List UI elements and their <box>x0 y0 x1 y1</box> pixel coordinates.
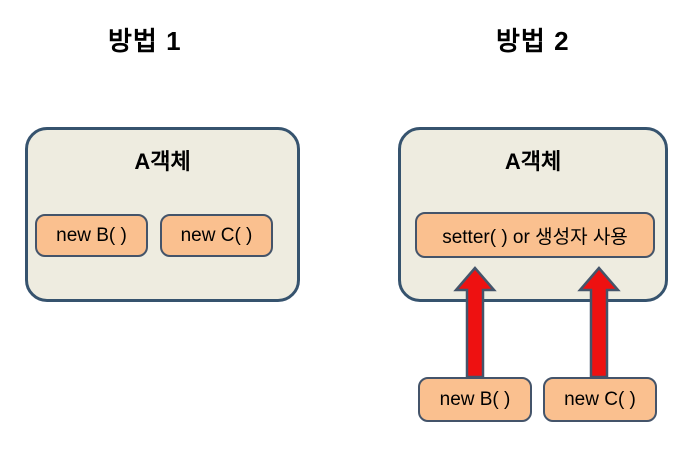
method1-chip-new-c: new C( ) <box>160 214 273 257</box>
method2-title: 방법 2 <box>496 26 570 56</box>
method1-object-label: A객체 <box>134 149 191 174</box>
method2-source-chip-new-c: new C( ) <box>543 377 657 422</box>
method2-setter-chip: setter( ) or 생성자 사용 <box>415 212 655 258</box>
method2-source-chip-new-b: new B( ) <box>418 377 532 422</box>
method1-title: 방법 1 <box>108 26 182 56</box>
method1-chip-new-b: new B( ) <box>35 214 148 257</box>
method2-object-label: A객체 <box>504 149 562 174</box>
